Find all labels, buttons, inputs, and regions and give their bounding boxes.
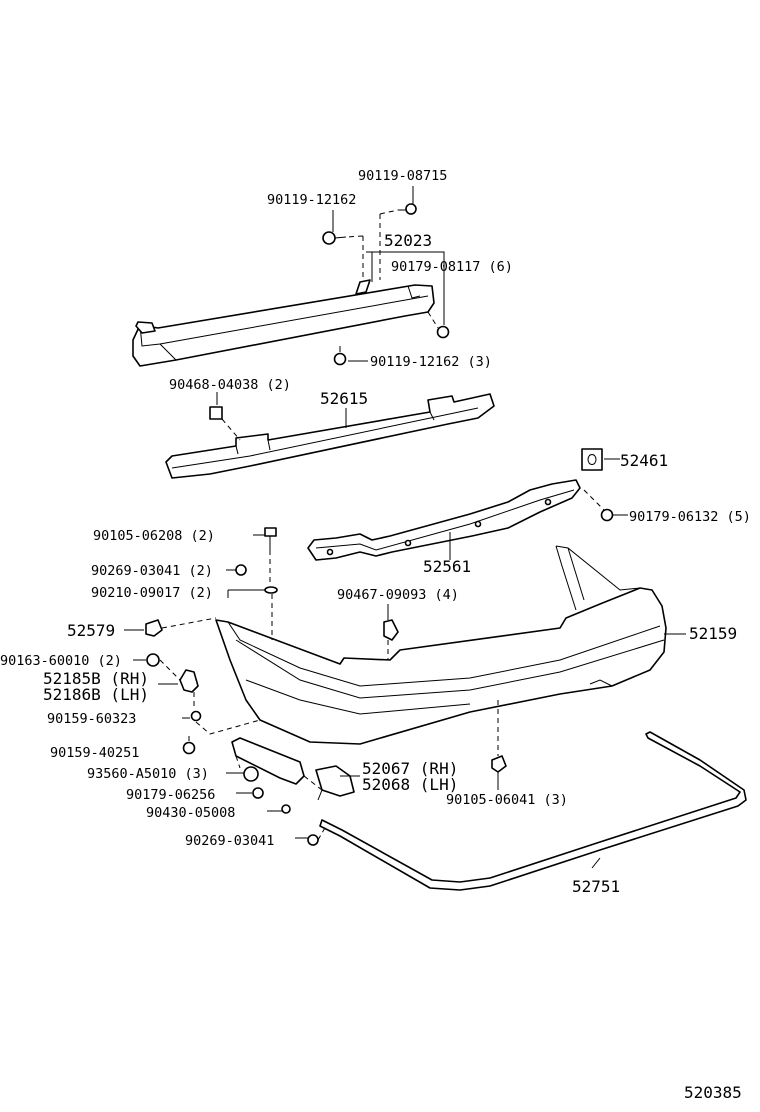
callout-52186b: 52186B (LH) (43, 685, 149, 704)
pad-52461 (581, 448, 603, 471)
callout-90159-40251: 90159-40251 (50, 745, 139, 761)
nut-90269-03041-b (307, 834, 319, 846)
callout-52068: 52068 (LH) (362, 775, 458, 794)
bolt-90105-06041 (491, 755, 507, 773)
bolt-90119-12162 (322, 231, 347, 245)
callout-90105-06208: 90105-06208 (2) (93, 528, 215, 544)
callout-90269-03041-b: 90269-03041 (185, 833, 274, 849)
callout-52461: 52461 (620, 451, 668, 470)
callout-90159-60323: 90159-60323 (47, 711, 136, 727)
retainer-52561 (307, 479, 581, 561)
clip-90467-09093 (383, 619, 399, 641)
page-code: 520385 (684, 1083, 742, 1102)
screw-90159-40251 (182, 741, 196, 755)
nut-90269-03041 (235, 564, 247, 576)
callout-90467-09093: 90467-09093 (4) (337, 587, 459, 603)
callout-90119-12162: 90119-12162 (267, 192, 356, 208)
bracket-52579 (145, 619, 163, 637)
callout-90163-60010: 90163-60010 (2) (0, 653, 122, 669)
callout-52159: 52159 (689, 624, 737, 643)
callout-52751: 52751 (572, 877, 620, 896)
callout-labels: 90119-08715 90119-12162 52023 90179-0811… (0, 168, 751, 1102)
callout-90468-04038: 90468-04038 (2) (169, 377, 291, 393)
callout-52615: 52615 (320, 389, 368, 408)
side-bracket-52185b (179, 669, 199, 693)
reinforcement-52023 (132, 279, 435, 367)
nut-90179-08117 (436, 325, 450, 339)
leader-lines (124, 186, 686, 869)
callout-90269-03041: 90269-03041 (2) (91, 563, 213, 579)
callout-90179-06132: 90179-06132 (5) (629, 509, 751, 525)
absorber-52615 (165, 393, 495, 479)
callout-90105-06041: 90105-06041 (3) (446, 792, 568, 808)
callout-90430-05008: 90430-05008 (146, 805, 235, 821)
callout-52561: 52561 (423, 557, 471, 576)
bolt-90119-12162-3 (333, 346, 347, 366)
nut-90179-06132 (600, 508, 614, 522)
washer-90210-09017 (264, 586, 278, 594)
callout-52579: 52579 (67, 621, 115, 640)
molding-52751 (319, 731, 747, 891)
callout-90179-08117: 90179-08117 (6) (391, 259, 513, 275)
callout-90119-12162-3: 90119-12162 (3) (370, 354, 492, 370)
callout-52185b: 52185B (RH) (43, 669, 149, 688)
nut-90163-60010 (146, 653, 160, 667)
bolt-90119-08715 (398, 203, 417, 215)
grommet-90430-05008 (281, 804, 291, 814)
bumper-cover-52159 (215, 545, 667, 745)
callout-90179-06256: 90179-06256 (126, 787, 215, 803)
callout-90119-08715: 90119-08715 (358, 168, 447, 184)
callout-52067: 52067 (RH) (362, 759, 458, 778)
nut-90179-06256 (252, 787, 264, 799)
bolt-90105-06208 (264, 527, 277, 550)
callout-52023: 52023 (384, 231, 432, 250)
screw-90159-60323 (190, 710, 202, 722)
clip-93560-a5010 (243, 766, 259, 782)
callout-90210-09017: 90210-09017 (2) (91, 585, 213, 601)
callout-93560-a5010: 93560-A5010 (3) (87, 766, 209, 782)
clip-90468-04038 (209, 406, 223, 420)
